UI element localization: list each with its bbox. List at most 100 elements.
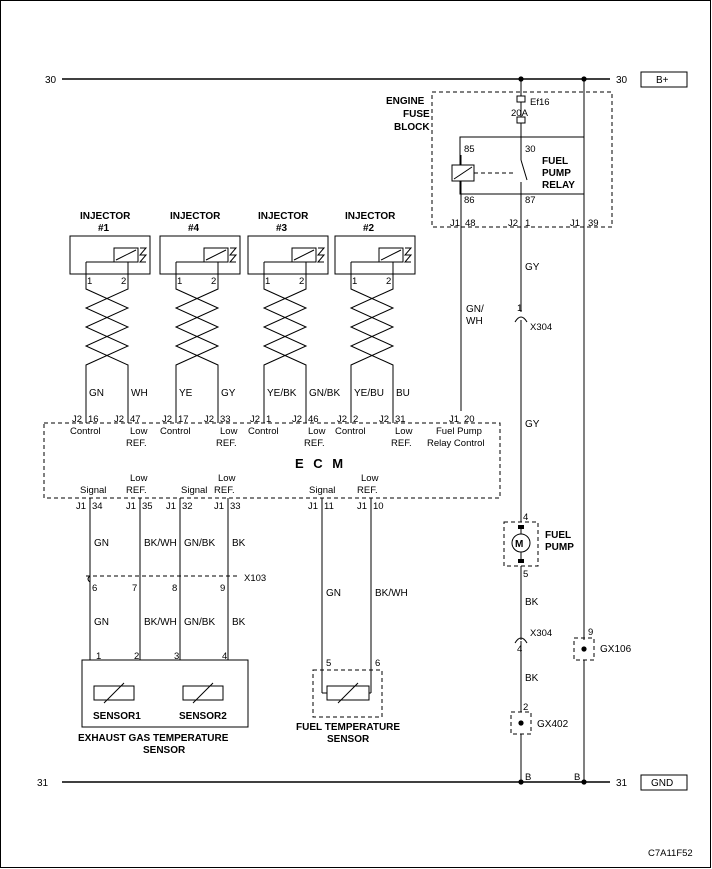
relay-wire-color-2: WH [466,316,483,327]
ecm-name: E C M [295,456,346,471]
bus-30-number: 30 [45,75,57,86]
injector-pin-2: 2 [121,276,126,287]
twisted-wire-a [174,274,220,423]
fuse-top-terminal [516,95,526,103]
x304b-label: X304 [530,628,552,639]
relay-wire-color-1: GN/ [466,304,484,315]
wire-color-2: GY [221,388,236,399]
ecm-outline [43,422,501,499]
fuel-pump-motor-icon [511,533,531,553]
wire-color-1: YE [179,388,193,399]
fuse-name: Ef16 [530,97,550,108]
egt-lower-wire-color: GN [94,617,109,628]
relay-pin-86: 86 [464,195,475,206]
relay-conn-j1b: J1 [570,218,580,229]
ecm-lowref-label: Low [218,473,236,484]
ecm-control-label: Control [160,426,191,437]
egt-upper-wire-color: GN [94,538,109,549]
relay-switch [520,159,528,181]
ecm-low-label: Low [220,426,238,437]
sensor1-label: SENSOR1 [93,711,141,722]
twisted-wire-a [262,274,308,423]
x103-pin: 6 [92,583,97,594]
injector-pin-1: 1 [177,276,182,287]
egt-lower-wire-color: GN/BK [184,617,215,628]
ecm-module: E C M J1 20 Fuel Pump Relay Control [43,414,501,499]
ecm-pin-1: 17 [178,414,189,425]
gnd-label: GND [651,778,673,789]
ecm-control-label: Control [248,426,279,437]
x304b-pin: 4 [517,644,522,655]
ecm-relay-conn: J1 [449,414,459,425]
egt-upper-wire-color: GN/BK [184,538,215,549]
fts-ecm-conn: J1 [308,501,318,512]
twisted-wire-b [174,274,220,423]
injector-number: #1 [98,223,110,234]
gx106-label: GX106 [600,644,632,655]
bplus-label: B+ [656,75,669,86]
relay-title-2: PUMP [542,168,571,179]
fts-sensor-pin: 5 [326,658,331,669]
relay-conn-j1-pin: 48 [465,218,476,229]
ecm-relay-pin: 20 [464,414,475,425]
egt-sensor-pin: 4 [222,651,227,662]
ecm-pin-conn-2: J2 [292,414,302,425]
ground-b-1: B [525,772,531,783]
injector-pin-1: 1 [87,276,92,287]
ecm-low-label: Low [308,426,326,437]
x103-pin: 8 [172,583,177,594]
ecm-pin-1: 16 [88,414,99,425]
diagram-code: C7A11F52 [648,848,693,859]
fuse-block-title-1: ENGINE [386,96,425,107]
fts-ref-label: REF. [357,485,378,496]
fuel-pump-relay: FUEL PUMP RELAY 85 30 86 87 J1 48 J2 1 J… [450,136,599,229]
egt-ecm-pin: 33 [230,501,241,512]
nozzle-icon [138,247,148,263]
ecm-lowref-label: Low [130,473,148,484]
ecm-pin-2: 47 [130,414,141,425]
fuel-pump-title-1: FUEL [545,530,571,541]
injector-title: INJECTOR [258,211,309,222]
fts-signal-label: Signal [309,485,335,496]
egt-ecm-pin: 32 [182,501,193,512]
x103-label: X103 [244,573,266,584]
ecm-lowref-label: REF. [126,485,147,496]
egt-title-2: SENSOR [143,745,186,756]
bplus-label-box [640,71,688,88]
relay-conn-j2-pin: 1 [525,218,530,229]
ecm-pin-conn-2: J2 [114,414,124,425]
wire-color-2: GN/BK [309,388,340,399]
x103-pin: 7 [132,583,137,594]
bus-31-number-right: 31 [616,778,628,789]
relay-conn-j1: J1 [450,218,460,229]
relay-conn-j1b-pin: 39 [588,218,599,229]
ground-b-2: B [574,772,580,783]
injector-title: INJECTOR [80,211,131,222]
bus-31-number: 31 [37,778,49,789]
pump-wire-bk-1: BK [525,597,539,608]
ecm-pin-conn-2: J2 [379,414,389,425]
pump-pin-5: 5 [523,569,528,580]
bus-30: 30 30 B+ [45,71,688,88]
twisted-wire-a [349,274,395,423]
wire-color-2: BU [396,388,410,399]
egt-lower-wire-color: BK/WH [144,617,177,628]
fts-title-2: SENSOR [327,734,370,745]
sensor2-label: SENSOR2 [179,711,227,722]
ecm-pin-conn-1: J2 [72,414,82,425]
fuse-block-title-3: BLOCK [394,122,430,133]
ecm-low-label: Low [395,426,413,437]
pump-wire-bk-2: BK [525,673,539,684]
egt-upper-wire-color: BK/WH [144,538,177,549]
x304-connector-top [514,316,528,323]
twisted-wire-a [84,274,130,423]
